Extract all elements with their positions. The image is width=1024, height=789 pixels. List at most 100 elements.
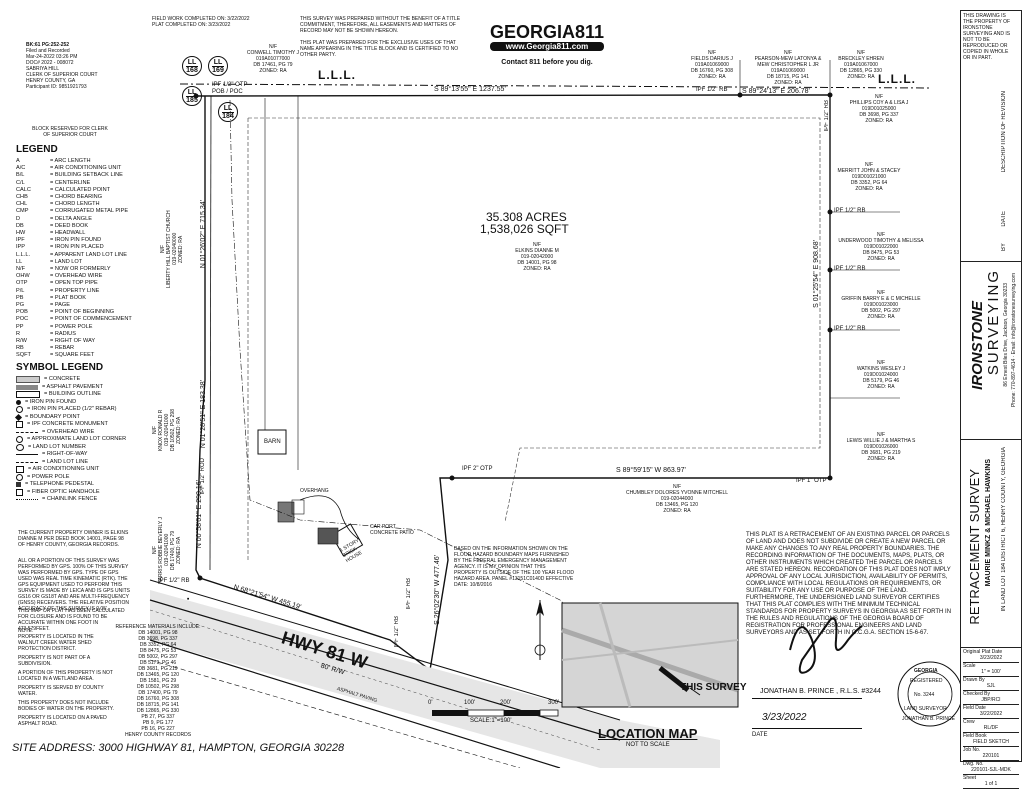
survey-date: 3/23/2022	[762, 712, 807, 723]
legend-row: HW= HEADWALL	[16, 230, 146, 237]
symbol-swatch	[16, 399, 21, 405]
surveyor-seal	[897, 661, 960, 727]
owner-note: THE CURRENT PROPERTY OWNER IS ELKINS DIA…	[18, 530, 129, 548]
general-notes: NOTE: PROPERTY IS LOCATED IN THE WALNUT …	[18, 628, 114, 727]
pin-otp-2: IPF 2" OTP	[462, 466, 493, 472]
legend-key: A/C	[16, 165, 26, 172]
georgia811-contact: Contact 811 before you dig.	[501, 59, 593, 66]
info-label: Crew	[963, 719, 975, 725]
owner-merritt: N/F MERRITT JOHN & STACEY 019D01021000 D…	[837, 162, 901, 192]
legend-row: OTP= OPEN TOP PIPE	[16, 280, 146, 287]
owner-knox: N/F KNOX RONALD R 019-02041000 DB 10502,…	[152, 409, 182, 451]
legend-row: OHW= OVERHEAD WIRE	[16, 273, 146, 280]
legend-value: = ARC LENGTH	[50, 158, 91, 164]
legend-key: POB	[16, 309, 28, 316]
date-label: DATE	[752, 732, 768, 738]
ll-number: 168	[186, 66, 198, 74]
legend-row: A= ARC LENGTH	[16, 158, 146, 165]
owner-chumbley: N/F CHUMBLEY DOLORES YVONNE MITCHELL 019…	[625, 484, 729, 514]
bearing-north: S 89°13'55" E 1237.55'	[434, 86, 506, 93]
owner-watkins: N/F WATKINS WESLEY J 019D01024000 DB 517…	[856, 360, 906, 390]
revision-by: BY	[1001, 243, 1007, 252]
symbol-row: = CONCRETE	[16, 376, 146, 384]
note-item: THIS PROPERTY DOES NOT INCLUDE BODIES OF…	[18, 700, 114, 712]
scale-tick-0: 0'	[428, 700, 433, 706]
symbol-swatch	[14, 413, 23, 421]
company-address: 86 Ernest Biles Drive, Jackson, Georgia …	[1003, 283, 1009, 387]
info-value: SJL	[986, 683, 996, 689]
symbol-label: = AIR CONDITIONING UNIT	[28, 466, 100, 472]
clerk-block-label: BLOCK RESERVED FOR CLERK OF SUPERIOR COU…	[32, 126, 108, 138]
reference-item: DB 3698, PG 337	[138, 636, 178, 642]
symbol-label: = OVERHEAD WIRE	[42, 428, 95, 435]
legend-row: CHB= CHORD BEARING	[16, 194, 146, 201]
symbol-label: = IPF CONCRETE MONUMENT	[27, 421, 108, 427]
survey-map	[149, 60, 960, 768]
georgia811-url: www.Georgia811.com	[490, 42, 604, 51]
reference-item: DB 3352, PG 64	[139, 642, 177, 648]
carport-label: CAR PORT CONCRETE PATIO	[370, 524, 414, 536]
owner-lewis: N/F LEWIS WILLIE J & MARTHA S 019D010260…	[846, 432, 916, 462]
surveyor-signature	[789, 617, 863, 674]
acreage-sqft: 1,538,026 SQFT	[480, 222, 569, 236]
this-survey-label: THIS SURVEY	[680, 682, 747, 693]
seal-name: JONATHAN B. PRINCE	[902, 716, 955, 722]
legend-value: = BUILDING SETBACK LINE	[50, 172, 123, 179]
symbol-swatch	[16, 406, 23, 414]
owner-pearson: N/F PEARSON-MEW LATONYA & MEW CHRISTOPHE…	[754, 50, 822, 86]
info-label: Scale	[963, 663, 976, 669]
legend-value: = APPARENT LAND LOT LINE	[50, 251, 127, 258]
legend-row: R= RADIUS	[16, 331, 146, 338]
legend-value: = DELTA ANGLE	[50, 215, 92, 222]
legend-key: CHL	[16, 201, 28, 208]
legend-value: = NOW OR FORMERLY	[50, 266, 111, 273]
symbol-label: = CONCRETE	[44, 376, 81, 382]
scale-bar	[432, 709, 559, 717]
certification-text: THIS PLAT IS A RETRACEMENT OF AN EXISTIN…	[746, 532, 952, 636]
pin-otp-1: IPF 1" OTP	[796, 478, 827, 484]
closure-note: THIS MAP OR PLAT HAS BEEN CALCULATED FOR…	[18, 608, 125, 632]
symbol-row: = BUILDING OUTLINE	[16, 391, 146, 399]
company-name: IRONSTONE	[969, 301, 986, 390]
north-arrow	[534, 600, 546, 660]
reference-item: DB 14001, PG 98	[138, 630, 178, 636]
legend-value: = CENTERLINE	[50, 179, 91, 186]
ll-number: 184	[222, 112, 234, 120]
georgia811-title: GEORGIA811	[489, 22, 605, 42]
legend-key: R/W	[16, 338, 27, 345]
scale-label: SCALE:1"=100'	[470, 718, 512, 724]
info-label: Dwg. No.	[963, 761, 984, 767]
info-value: FIELD SKETCH	[973, 739, 1009, 745]
legend-value: = CHORD BEARING	[50, 194, 103, 201]
subject-owner: N/F ELKINS DIANNE M 019-02042000 DB 1400…	[515, 242, 559, 272]
symbol-row: = LAND LOT NUMBER	[16, 444, 146, 452]
legend-value: = IRON PIN FOUND	[50, 237, 102, 244]
symbol-row: = IPF CONCRETE MONUMENT	[16, 421, 146, 429]
recording-line: BK:61 PG:252-252	[26, 42, 70, 48]
legend-row: LL= LAND LOT	[16, 259, 146, 266]
reference-item: DB 17400, PG 79	[138, 690, 178, 696]
recording-stamp: BK:61 PG:252-252 Filed and Recorded Mar-…	[26, 42, 126, 90]
scale-tick-300: 300'	[548, 700, 560, 706]
pin-rb-sw: IPF 1/2" RB	[158, 578, 190, 584]
ll-label: LL	[187, 88, 197, 96]
legend-value: = CALCULATED POINT	[50, 186, 111, 193]
bearing-west-1: N 01°26'02" E 715.34'	[200, 200, 207, 269]
reference-item: DB 12865, PG 330	[137, 708, 179, 714]
legend-title: LEGEND	[16, 144, 58, 155]
symbol-swatch	[16, 488, 23, 496]
symbol-label: = BOUNDARY POINT	[25, 413, 80, 420]
reference-item: DB 16760, PG 308	[137, 696, 179, 702]
legend-key: IPF	[16, 237, 25, 244]
symbol-row: = TELEPHONE PEDESTAL	[16, 481, 146, 489]
symbol-swatch	[16, 499, 38, 501]
reference-item: PB 9, PG 177	[142, 720, 174, 726]
legend-row: N/F= NOW OR FORMERLY	[16, 266, 146, 273]
